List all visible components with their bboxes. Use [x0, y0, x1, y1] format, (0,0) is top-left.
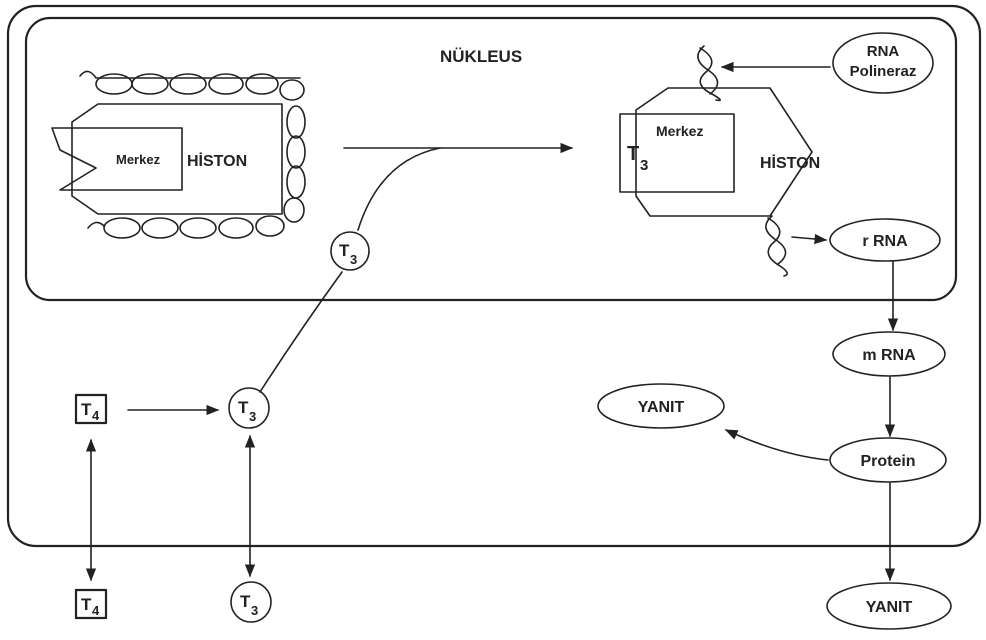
t4-outside-sub: 4 [92, 603, 100, 618]
right-histone-complex: T 3 Merkez HİSTON [620, 46, 820, 276]
protein-label: Protein [860, 453, 915, 470]
yanit-outside-label: YANIT [866, 599, 913, 616]
transcription-arrow [792, 237, 826, 240]
t3-outside-sub: 3 [251, 603, 258, 618]
t3-cytoplasm-sub: 3 [249, 409, 256, 424]
t3-nucleus-label: T [339, 241, 350, 260]
t3-cytoplasm-label: T [238, 398, 249, 417]
right-t3-sub: 3 [640, 157, 648, 174]
t3-outside-label: T [240, 592, 251, 611]
t4-cytoplasm-sub: 4 [92, 408, 100, 423]
right-t3-label: T [627, 143, 639, 165]
t4-cytoplasm-label: T [81, 400, 92, 419]
left-center-label: Merkez [116, 152, 161, 167]
m-rna-label: m RNA [862, 347, 916, 364]
protein-to-yanit-arrow [726, 430, 828, 460]
rna-polymerase-line1: RNA [867, 43, 900, 60]
t3-nucleus-sub: 3 [350, 252, 357, 267]
r-rna-label: r RNA [862, 233, 908, 250]
right-histone-label: HİSTON [760, 154, 820, 172]
yanit-inner-label: YANIT [638, 399, 685, 416]
rna-polymerase-line2: Polineraz [850, 63, 917, 80]
t4-outside-label: T [81, 595, 92, 614]
left-histone-label: HİSTON [187, 152, 247, 170]
left-histone-complex: Merkez HİSTON [52, 71, 305, 238]
nucleus-title: NÜKLEUS [440, 47, 522, 66]
cell-membrane [8, 6, 980, 546]
right-center-label: Merkez [656, 123, 703, 139]
